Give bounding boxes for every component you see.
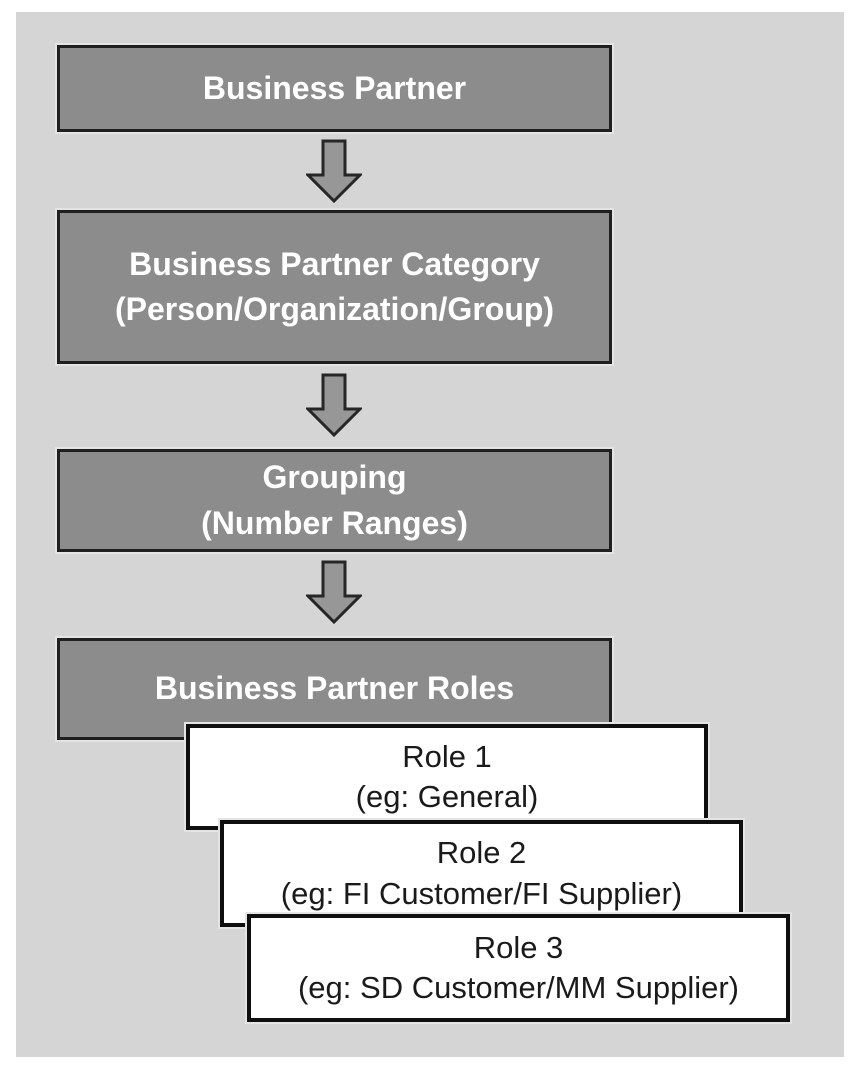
down-arrow-icon xyxy=(306,139,362,203)
node-business-partner-roles-label: Business Partner Roles xyxy=(154,670,515,707)
node-grouping: Grouping (Number Ranges) xyxy=(57,449,612,552)
node-business-partner-category-sublabel: (Person/Organization/Group) xyxy=(114,291,555,327)
node-role-3-sublabel: (eg: SD Customer/MM Supplier) xyxy=(297,970,739,1005)
down-arrow-icon xyxy=(306,560,362,624)
node-business-partner-roles: Business Partner Roles xyxy=(57,638,612,740)
node-role-3: Role 3 (eg: SD Customer/MM Supplier) xyxy=(247,914,790,1022)
diagram-panel: Business Partner Business Partner Catego… xyxy=(16,12,844,1057)
node-role-2: Role 2 (eg: FI Customer/FI Supplier) xyxy=(220,820,743,927)
node-role-2-label: Role 2 xyxy=(436,835,527,871)
node-role-1-sublabel: (eg: General) xyxy=(355,779,539,814)
node-grouping-label: Grouping xyxy=(262,459,407,496)
node-role-2-sublabel: (eg: FI Customer/FI Supplier) xyxy=(280,875,683,911)
node-role-3-label: Role 3 xyxy=(473,929,564,965)
node-grouping-sublabel: (Number Ranges) xyxy=(201,504,468,541)
node-role-1: Role 1 (eg: General) xyxy=(186,724,708,830)
node-role-1-label: Role 1 xyxy=(402,738,492,774)
node-business-partner: Business Partner xyxy=(57,45,612,132)
node-business-partner-category: Business Partner Category (Person/Organi… xyxy=(57,210,612,364)
down-arrow-icon xyxy=(306,373,362,437)
node-business-partner-label: Business Partner xyxy=(202,69,467,106)
node-business-partner-category-label: Business Partner Category xyxy=(129,245,540,282)
